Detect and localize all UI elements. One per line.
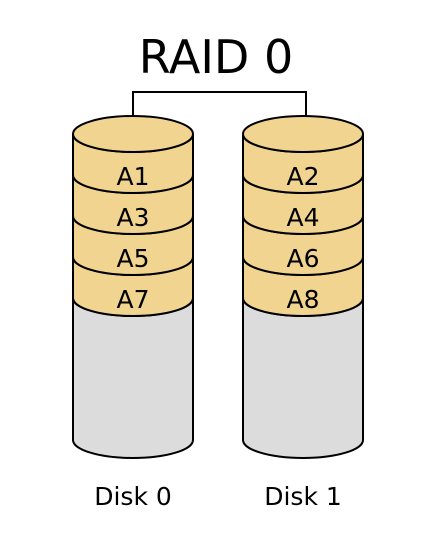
disk-1-block-label: A8 xyxy=(286,285,319,314)
disk-0-block-label: A5 xyxy=(116,244,149,273)
diagram-title: RAID 0 xyxy=(139,30,293,84)
disk-1-block-label: A2 xyxy=(286,162,319,191)
disk-1-block-label: A4 xyxy=(286,203,319,232)
disk-0-block-label: A1 xyxy=(116,162,149,191)
disk-1-empty-space xyxy=(242,297,364,459)
disk-0: A1 A3 A5 A7 Disk 0 xyxy=(72,115,194,511)
connector-line xyxy=(132,91,307,130)
disk-1-top-cap xyxy=(242,115,364,153)
disk-1-block-label: A6 xyxy=(286,244,319,273)
disk-0-block-label: A7 xyxy=(116,285,149,314)
disk-1-label: Disk 1 xyxy=(264,482,342,511)
disk-0-top-cap xyxy=(72,115,194,153)
disk-0-label: Disk 0 xyxy=(94,482,172,511)
disk-0-block-label: A3 xyxy=(116,203,149,232)
disk-0-empty-space xyxy=(72,297,194,459)
disk-1: A2 A4 A6 A8 Disk 1 xyxy=(242,115,364,511)
